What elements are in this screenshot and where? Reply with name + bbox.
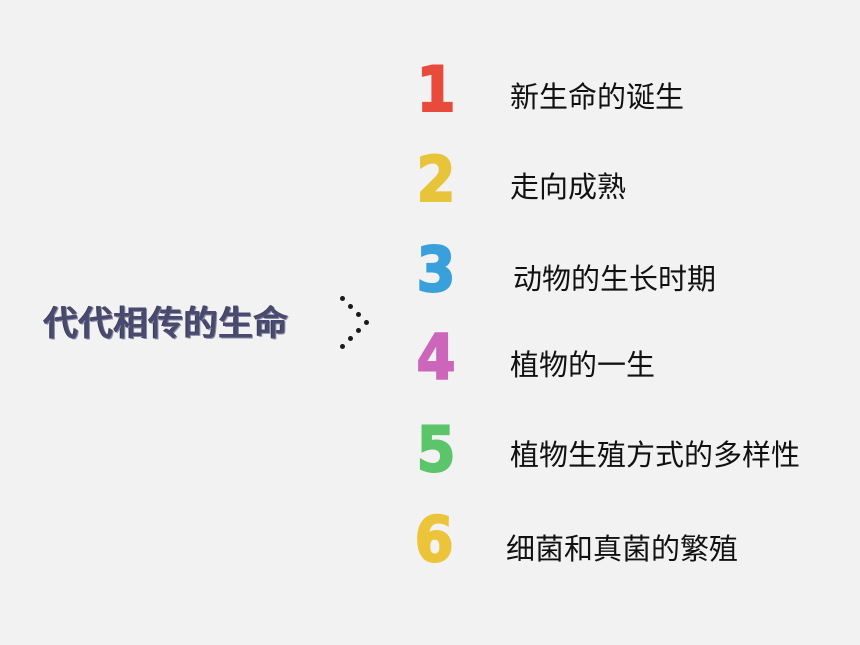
number-badge: 1	[416, 53, 457, 126]
item-label: 走向成熟	[510, 170, 627, 204]
item-label: 细菌和真菌的繁殖	[506, 532, 739, 566]
number-badge: 5	[416, 413, 457, 486]
main-title: 代代相传的生命	[44, 304, 289, 344]
item-label: 新生命的诞生	[510, 80, 685, 114]
number-badge: 4	[416, 321, 457, 394]
number-badge: 6	[414, 503, 455, 576]
item-label: 植物的一生	[510, 348, 656, 382]
number-badge: 2	[416, 143, 457, 216]
number-badge: 3	[416, 233, 457, 306]
chevron-dots-icon	[338, 294, 378, 350]
item-label: 动物的生长时期	[513, 262, 717, 296]
item-label: 植物生殖方式的多样性	[510, 438, 801, 472]
